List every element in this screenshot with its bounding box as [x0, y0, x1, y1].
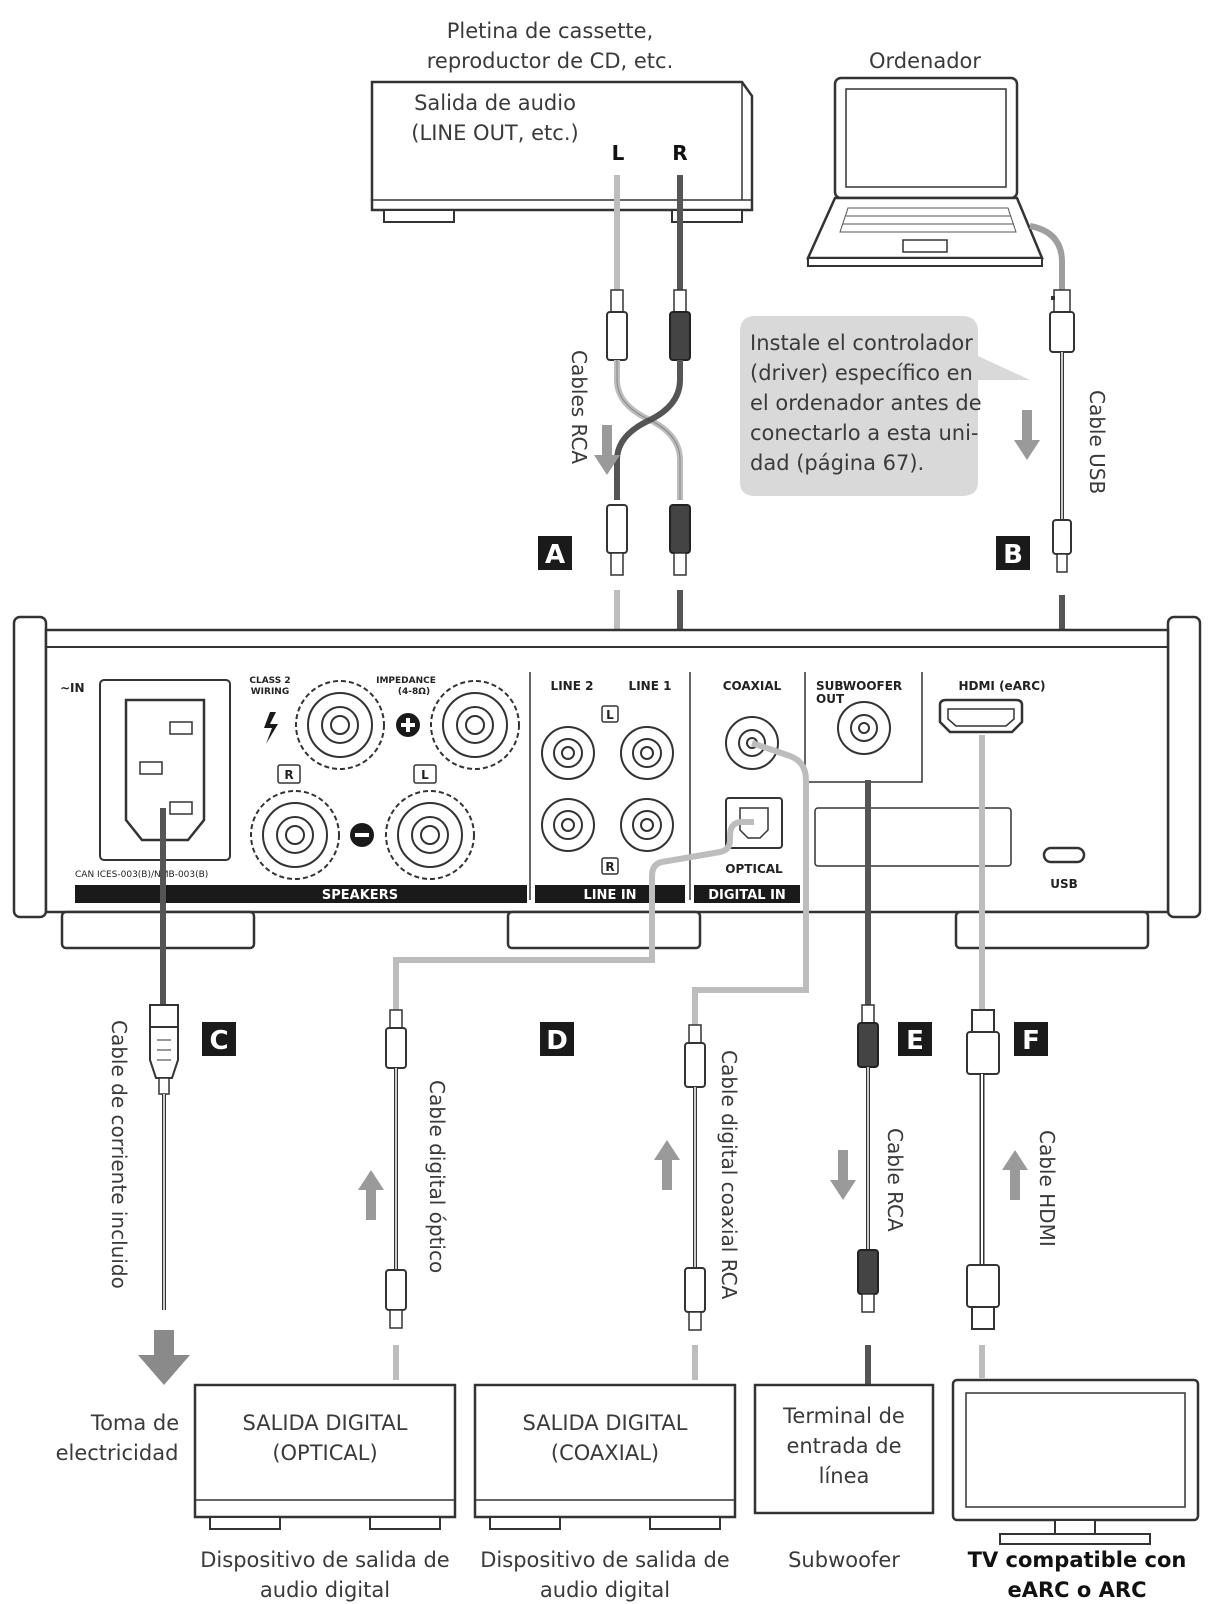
- cassette-deck: [370, 80, 754, 223]
- note-line-3: el ordenador antes de: [750, 391, 982, 415]
- cable-rca-label: Cables RCA: [567, 350, 591, 464]
- panel-spk-r: R: [284, 768, 293, 782]
- cable-rca-sub-label: Cable RCA: [883, 1128, 907, 1232]
- panel-line-l: L: [606, 708, 614, 722]
- badge-b: [996, 536, 1030, 570]
- optical-cable: [385, 1009, 407, 1380]
- power-cable-c: [138, 808, 190, 1385]
- panel-ac-in: ∼IN: [60, 681, 85, 695]
- cable-optical-label: Cable digital óptico: [425, 1080, 449, 1273]
- dev-coax-line1: Dispositivo de salida de: [480, 1548, 729, 1572]
- panel-class2-l2: WIRING: [251, 687, 289, 697]
- rca-cable-e: [857, 780, 879, 1385]
- panel-line1: LINE 1: [629, 679, 672, 693]
- panel-bar-speakers: SPEAKERS: [322, 888, 398, 903]
- panel-line-r: R: [605, 860, 614, 874]
- tv-icon: [951, 1378, 1200, 1545]
- cable-coaxial-label: Cable digital coaxial RCA: [717, 1050, 741, 1300]
- outlet-line1: Toma de: [90, 1411, 179, 1435]
- panel-sub-l1: SUBWOOFER: [816, 679, 902, 693]
- panel-hdmi: HDMI (eARC): [958, 679, 1045, 693]
- up-arrow-icon: [654, 1140, 680, 1190]
- note-line-5: dad (página 67).: [750, 451, 924, 475]
- laptop-icon: [806, 76, 1044, 267]
- note-line-2: (driver) específico en: [750, 361, 973, 385]
- down-arrow-icon: [138, 1330, 190, 1385]
- hdmi-cable-f: [966, 735, 1000, 1378]
- cable-hdmi-label: Cable HDMI: [1035, 1130, 1059, 1247]
- coaxial-cable: [684, 1024, 706, 1380]
- badge-d: [540, 1022, 574, 1056]
- up-arrow-icon: [1002, 1150, 1028, 1200]
- badge-d-label: D: [546, 1026, 568, 1056]
- coaxial-device-box: [473, 1383, 737, 1530]
- badge-c-label: C: [209, 1026, 228, 1056]
- computer-title: Ordenador: [869, 49, 981, 73]
- panel-sub-l2: OUT: [816, 692, 845, 706]
- panel-class2-l1: CLASS 2: [249, 676, 290, 686]
- badge-e: [898, 1022, 932, 1056]
- cassette-title-line1: Pletina de cassette,: [447, 19, 654, 43]
- dig-opt-line2: (OPTICAL): [272, 1441, 377, 1465]
- badge-a: [538, 536, 572, 570]
- line-term-line1: Terminal de: [782, 1404, 905, 1428]
- dev-opt-line2: audio digital: [260, 1578, 390, 1602]
- coaxial-cable-path: [692, 740, 809, 1025]
- badge-b-label: B: [1003, 540, 1023, 570]
- up-arrow-icon: [358, 1170, 384, 1220]
- dev-coax-line2: audio digital: [540, 1578, 670, 1602]
- panel-cert: CAN ICES-003(B)/NMB-003(B): [75, 870, 208, 880]
- channel-right-label: R: [672, 141, 687, 165]
- down-arrow-icon: [830, 1150, 856, 1200]
- note-line-4: conectarlo a esta uni-: [750, 421, 978, 445]
- panel-bar-line-in: LINE IN: [583, 888, 636, 903]
- line-term-line2: entrada de: [786, 1434, 901, 1458]
- dig-coax-line1: SALIDA DIGITAL: [523, 1411, 688, 1435]
- dig-opt-line1: SALIDA DIGITAL: [243, 1411, 408, 1435]
- panel-usb: USB: [1050, 877, 1078, 891]
- badge-a-label: A: [545, 540, 565, 570]
- panel-coaxial: COAXIAL: [723, 679, 782, 693]
- panel-optical: OPTICAL: [725, 862, 783, 876]
- panel-impedance-l2: (4-8Ω): [398, 687, 430, 697]
- panel-spk-l: L: [421, 768, 429, 782]
- panel-line2: LINE 2: [551, 679, 594, 693]
- driver-note-bubble: [740, 316, 1030, 496]
- subwoofer-caption: Subwoofer: [788, 1548, 900, 1572]
- panel-impedance-l1: IMPEDANCE: [376, 676, 436, 686]
- cable-usb-label: Cable USB: [1085, 390, 1109, 494]
- dev-opt-line1: Dispositivo de salida de: [200, 1548, 449, 1572]
- cassette-title-line2: reproductor de CD, etc.: [427, 49, 674, 73]
- subwoofer-box: [753, 1383, 935, 1515]
- line-term-line3: línea: [819, 1464, 870, 1488]
- badge-f: [1014, 1022, 1048, 1056]
- audio-out-line1: Salida de audio: [414, 91, 576, 115]
- outlet-line2: electricidad: [56, 1441, 179, 1465]
- cable-power-label: Cable de corriente incluido: [107, 1020, 131, 1289]
- down-arrow-icon: [594, 425, 620, 475]
- optical-device-box: [193, 1383, 457, 1530]
- badge-e-label: E: [906, 1026, 924, 1056]
- dig-coax-line2: (COAXIAL): [551, 1441, 659, 1465]
- audio-out-line2: (LINE OUT, etc.): [411, 121, 578, 145]
- tv-caption-line2: eARC o ARC: [1008, 1578, 1147, 1602]
- optical-cable-path: [393, 819, 754, 1010]
- note-line-1: Instale el controlador: [750, 331, 973, 355]
- badge-f-label: F: [1022, 1026, 1040, 1056]
- channel-left-label: L: [612, 141, 625, 165]
- badge-c: [202, 1022, 236, 1056]
- down-arrow-icon: [1014, 410, 1040, 460]
- panel-bar-digital-in: DIGITAL IN: [708, 888, 786, 903]
- tv-caption-line1: TV compatible con: [968, 1548, 1187, 1572]
